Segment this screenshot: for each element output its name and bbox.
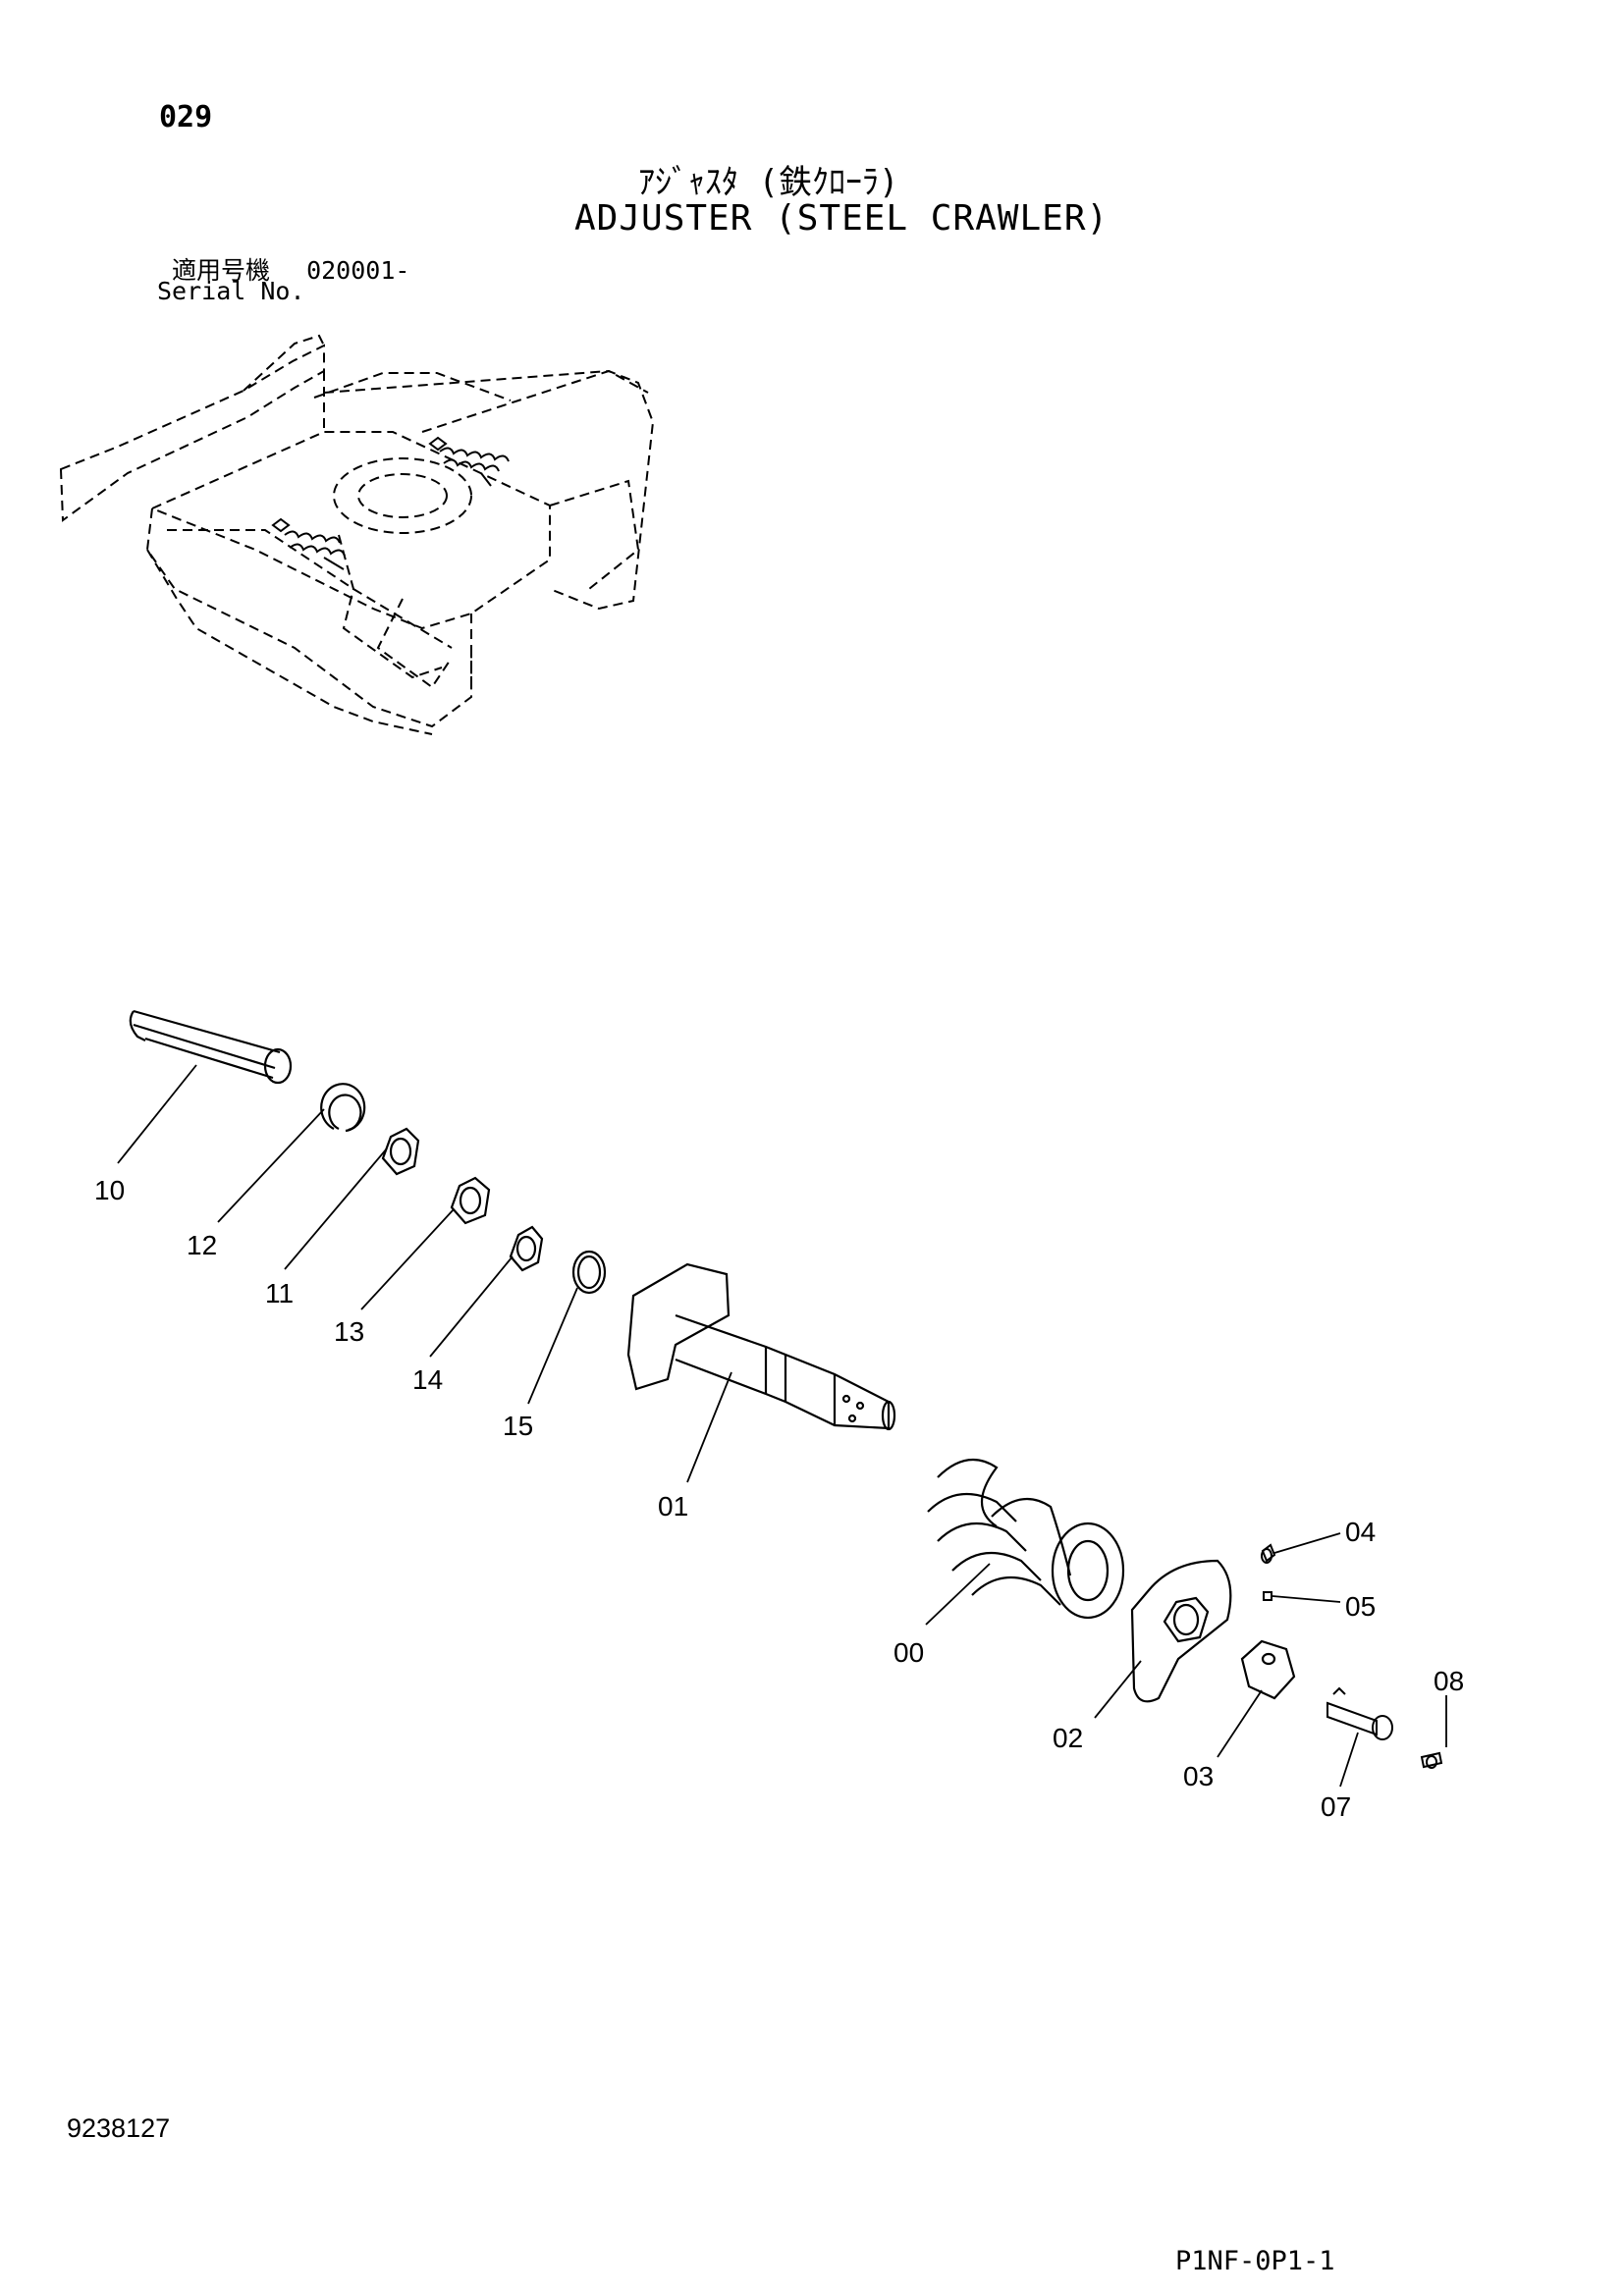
callout-13: 13 [334, 1316, 364, 1347]
part-ring-15 [571, 1250, 607, 1295]
callout-14: 14 [412, 1364, 443, 1395]
leader-13 [360, 1208, 455, 1310]
document-number: 9238127 [67, 2113, 171, 2143]
title-japanese: ｱｼﾞｬｽﾀ (鉄ｸﾛｰﾗ) [638, 163, 899, 202]
title-english: ADJUSTER (STEEL CRAWLER) [574, 198, 1110, 239]
callout-04: 04 [1345, 1517, 1376, 1547]
callout-00: 00 [893, 1637, 924, 1668]
callout-labels: 10 12 11 13 14 15 01 00 04 05 02 03 08 0… [94, 1175, 1464, 1822]
undercarriage-overview [59, 334, 655, 735]
leader-03 [1217, 1689, 1263, 1758]
leader-15 [527, 1287, 578, 1405]
callout-02: 02 [1053, 1723, 1083, 1753]
leader-00 [925, 1563, 991, 1626]
leader-01 [686, 1371, 732, 1483]
leader-02 [1094, 1660, 1142, 1719]
leader-12 [217, 1108, 325, 1223]
page-number: 029 [159, 100, 213, 134]
leader-14 [429, 1255, 514, 1358]
callout-12: 12 [187, 1230, 217, 1260]
part-pin-10 [129, 1009, 293, 1085]
serial-label-japanese: 適用号機 020001- [172, 251, 409, 287]
part-valve-07 [1326, 1686, 1393, 1740]
part-nut-03 [1240, 1639, 1296, 1700]
serial-label-english: Serial No. [157, 277, 305, 305]
leader-11 [284, 1148, 388, 1270]
overview-adjuster-bottom [271, 517, 346, 570]
callout-03: 03 [1183, 1761, 1214, 1791]
part-seal-05 [1263, 1591, 1272, 1601]
callout-05: 05 [1345, 1591, 1376, 1622]
callout-08: 08 [1434, 1666, 1464, 1696]
part-rod-01 [626, 1262, 896, 1431]
leader-04 [1273, 1532, 1341, 1554]
leader-07 [1339, 1732, 1359, 1788]
part-nut-11 [381, 1127, 420, 1176]
serial-value: 020001- [306, 256, 410, 285]
callout-07: 07 [1321, 1791, 1351, 1822]
part-ring-12 [320, 1083, 366, 1133]
page-code: P1NF-0P1-1 [1175, 2246, 1335, 2276]
serial-label-jp-text: 適用号機 [172, 256, 271, 285]
part-washer-14 [509, 1225, 544, 1272]
callout-15: 15 [503, 1411, 533, 1441]
callout-01: 01 [658, 1491, 688, 1522]
leader-lines [117, 1064, 1447, 1788]
part-fitting-04 [1261, 1543, 1276, 1564]
callout-11: 11 [265, 1278, 294, 1308]
part-plate-02 [1130, 1559, 1232, 1703]
leader-05 [1272, 1595, 1341, 1603]
overview-adjuster-top [428, 436, 510, 487]
part-spring-00 [927, 1458, 1125, 1620]
part-nut-13 [450, 1176, 491, 1225]
leader-10 [117, 1064, 197, 1164]
part-bolt-08 [1420, 1751, 1443, 1769]
callout-10: 10 [94, 1175, 125, 1205]
